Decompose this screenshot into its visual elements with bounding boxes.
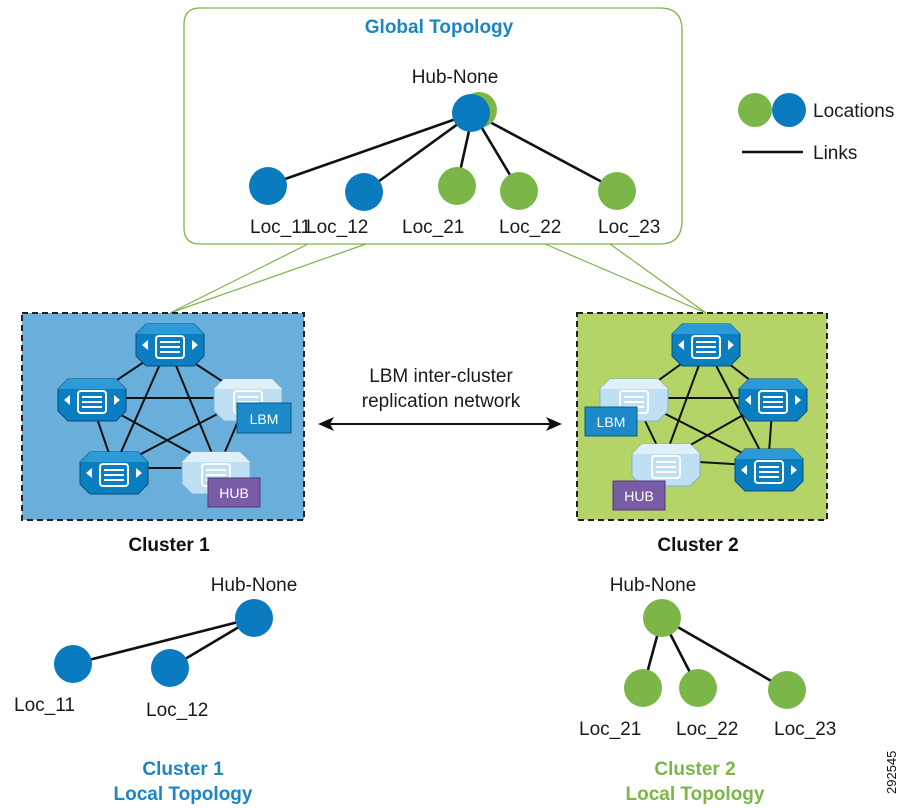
cluster1-hub-badge <box>207 477 261 508</box>
call-manager-server-icon <box>738 378 808 422</box>
global-topology-title: Global Topology <box>365 17 514 38</box>
cluster1-hub-badge-label: HUB <box>219 485 249 501</box>
cluster2-local-hub-node <box>643 599 681 637</box>
cluster2-local-title-line1: Cluster 2 <box>654 759 735 780</box>
connector-line <box>609 243 707 314</box>
global-location-node <box>438 167 476 205</box>
call-manager-server-icon <box>135 323 205 367</box>
global-location-label: Loc_23 <box>598 217 660 238</box>
figure-id: 292545 <box>884 751 899 794</box>
cluster2-local-location-node <box>679 669 717 707</box>
cluster2-local-location-node <box>624 669 662 707</box>
cluster2-local-location-label: Loc_21 <box>579 719 641 740</box>
global-location-node <box>345 173 383 211</box>
global-location-node <box>598 172 636 210</box>
cluster1-local-hub-label: Hub-None <box>211 575 298 596</box>
global-location-label: Loc_12 <box>306 217 368 238</box>
cluster1-local-location-node <box>151 649 189 687</box>
replication-label-line1: LBM inter-cluster <box>369 366 513 387</box>
call-manager-server-icon <box>79 451 149 495</box>
replication-arrow-left-head <box>318 417 334 431</box>
cluster2-lbm-badge-label: LBM <box>597 414 626 430</box>
cluster2-title: Cluster 2 <box>657 535 738 556</box>
legend-links-label: Links <box>813 143 857 164</box>
connector-line <box>169 243 367 314</box>
cluster2-lbm-badge <box>584 406 638 437</box>
cluster2-hub-badge <box>612 480 666 511</box>
cluster1-title: Cluster 1 <box>128 535 210 556</box>
legend-locations-label: Locations <box>813 101 894 122</box>
global-location-label: Loc_22 <box>499 217 561 238</box>
cluster1-local-title-line1: Cluster 1 <box>142 759 224 780</box>
legend-green-node <box>738 93 772 127</box>
global-hub-label: Hub-None <box>412 67 499 88</box>
legend-blue-node <box>772 93 806 127</box>
global-location-label: Loc_11 <box>250 217 311 238</box>
cluster1-lbm-badge-label: LBM <box>250 411 279 427</box>
cluster1-local-location-label: Loc_11 <box>14 695 75 716</box>
global-location-node <box>249 167 287 205</box>
call-manager-server-icon <box>734 448 804 492</box>
call-manager-server-icon <box>57 378 127 422</box>
global-hub-node-blue <box>452 94 490 132</box>
call-manager-server-icon <box>671 323 741 367</box>
cluster2-local-location-label: Loc_23 <box>774 719 836 740</box>
connector-line <box>544 243 707 314</box>
replication-label-line2: replication network <box>362 391 521 412</box>
global-location-node <box>500 172 538 210</box>
cluster2-local-location-label: Loc_22 <box>676 719 738 740</box>
cluster1-local-location-label: Loc_12 <box>146 700 208 721</box>
cluster2-local-location-node <box>768 671 806 709</box>
cluster2-local-hub-label: Hub-None <box>610 575 697 596</box>
cluster2-local-title-line2: Local Topology <box>626 784 765 805</box>
connector-line <box>169 243 309 314</box>
cluster1-local-hub-node <box>235 599 273 637</box>
cluster1-local-title-line2: Local Topology <box>114 784 253 805</box>
replication-arrow-right-head <box>546 417 562 431</box>
global-location-label: Loc_21 <box>402 217 464 238</box>
cluster2-hub-badge-label: HUB <box>624 488 654 504</box>
cluster1-local-location-node <box>54 645 92 683</box>
cluster1-lbm-badge <box>236 402 292 434</box>
call-manager-server-icon <box>631 443 701 487</box>
